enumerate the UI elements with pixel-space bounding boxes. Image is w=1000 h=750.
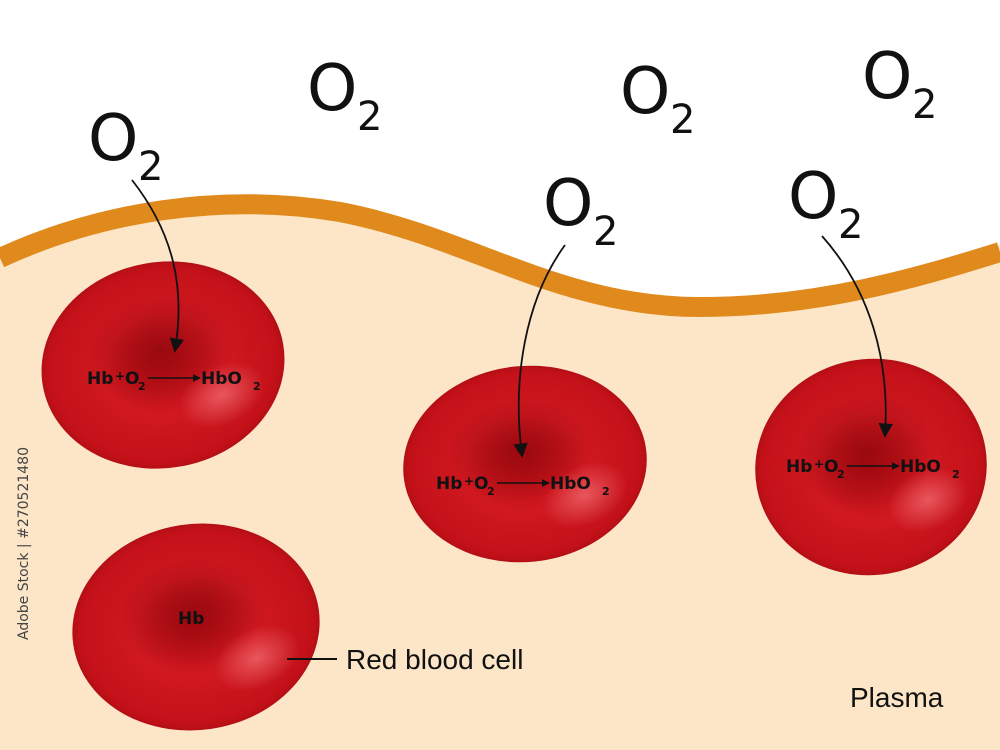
svg-text:2: 2 [487,485,495,498]
svg-text:O: O [474,474,488,494]
svg-text:O: O [862,40,912,114]
svg-text:Hb: Hb [87,369,113,389]
red-blood-cell [403,365,647,563]
o2-molecule: O 2 [862,40,937,128]
stock-credit: Adobe Stock | #270521480 [16,447,32,640]
svg-text:Hb: Hb [786,457,812,477]
svg-text:2: 2 [952,468,960,481]
hb-label: Hb [178,609,204,629]
svg-text:2: 2 [138,380,146,393]
o2-molecule: O 2 [88,102,163,190]
svg-text:2: 2 [593,209,618,255]
membrane-band [0,194,1000,318]
svg-text:+: + [464,474,474,488]
svg-text:O: O [620,55,670,129]
svg-text:Hb: Hb [436,474,462,494]
svg-text:2: 2 [357,94,382,140]
svg-text:2: 2 [912,82,937,128]
svg-text:O: O [788,160,838,234]
red-blood-cell-label: Red blood cell [346,644,523,675]
svg-text:2: 2 [838,202,863,248]
svg-text:2: 2 [837,468,845,481]
o2-molecule: O 2 [307,52,382,140]
reaction-equation: Hb + O 2 HbO 2 [87,369,261,393]
diffusion-arrow [821,235,893,438]
svg-text:O: O [88,102,138,176]
svg-text:+: + [814,457,824,471]
svg-text:O: O [824,457,838,477]
diffusion-arrow [513,244,566,458]
svg-text:O: O [125,369,139,389]
svg-text:HbO: HbO [550,474,591,494]
svg-text:2: 2 [253,380,261,393]
diffusion-arrow [131,179,184,353]
svg-text:O: O [307,52,357,126]
reaction-equation: Hb + O 2 HbO 2 [786,457,960,481]
svg-text:2: 2 [602,485,610,498]
plasma-label: Plasma [850,682,944,713]
o2-molecule: O 2 [788,160,863,248]
red-blood-cell [755,358,987,576]
svg-text:HbO: HbO [900,457,941,477]
svg-text:HbO: HbO [201,369,242,389]
red-blood-cell [72,523,320,731]
svg-text:O: O [543,167,593,241]
o2-molecule: O 2 [543,167,618,255]
svg-text:2: 2 [138,144,163,190]
o2-molecule: O 2 [620,55,695,143]
reaction-equation: Hb + O 2 HbO 2 [436,474,610,498]
svg-text:+: + [115,369,125,383]
svg-text:2: 2 [670,97,695,143]
